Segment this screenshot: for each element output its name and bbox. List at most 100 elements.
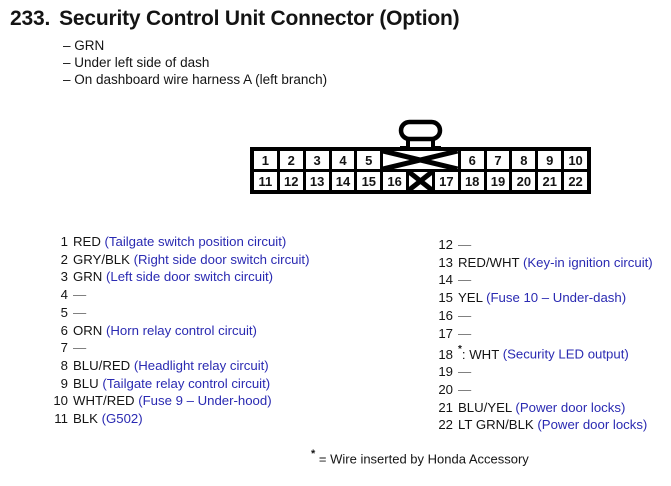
pin-wire-color: GRN: [73, 269, 103, 285]
pin-circuit-label: (Power door locks): [533, 417, 648, 433]
connector-pin-cell: 3: [305, 151, 329, 169]
pin-circuit-label: (Key-in ignition circuit): [519, 254, 653, 270]
pin-row: 5—: [40, 304, 310, 322]
pin-circuit-label: (Tailgate switch position circuit): [100, 234, 287, 249]
connector-keyway-cross-icon: [409, 172, 432, 190]
pin-number: 7: [60, 340, 68, 356]
pin-circuit-label: (Horn relay control circuit): [102, 322, 257, 338]
pin-row: 4—: [40, 286, 310, 304]
pin-number: 17: [438, 325, 453, 341]
pin-circuit-label: (Security LED output): [499, 346, 629, 362]
connector-keyway-cross-icon: [383, 151, 458, 169]
pin-number: 3: [60, 269, 68, 285]
pin-number: 22: [438, 417, 453, 433]
note-line: – GRN: [63, 38, 105, 53]
connector-pin-cell: 7: [486, 151, 510, 169]
pin-number: 6: [60, 322, 68, 338]
pin-wire-color: BLK: [73, 411, 98, 427]
connector-pin-cell: 18: [460, 172, 484, 190]
pin-row: 14 —: [425, 271, 653, 289]
pin-wire-color: GRY/BLK: [73, 251, 130, 267]
pin-empty-dash: —: [73, 340, 87, 356]
pin-number: 16: [438, 307, 453, 323]
pin-wire-color: YEL: [458, 290, 483, 306]
pin-wire-color: BLU/RED: [73, 357, 131, 373]
pin-number: 2: [60, 251, 68, 267]
pin-row: 17—: [425, 325, 653, 343]
section-number: 233.: [10, 7, 51, 30]
pin-empty-dash: —: [73, 304, 87, 320]
pin-row: 21 BLU/YEL (Power door locks): [425, 399, 653, 417]
pin-number: 8: [60, 357, 68, 373]
pin-empty-dash: —: [458, 364, 472, 380]
pin-number: 15: [438, 290, 453, 306]
pin-circuit-label: (Headlight relay circuit): [130, 357, 269, 373]
pin-wire-color: *: WHT: [458, 344, 500, 362]
pin-row: 6 ORN (Horn relay control circuit): [40, 322, 310, 340]
pin-empty-dash: —: [73, 287, 87, 303]
pin-row: 19 —: [425, 363, 653, 381]
pin-wire-color: WHT/RED: [73, 393, 135, 409]
connector-pin-cell: 11: [254, 172, 277, 190]
connector-pin-cell: 10: [564, 151, 587, 169]
pin-number: 1: [60, 234, 68, 249]
pin-wire-color: BLU: [73, 375, 99, 391]
pin-row: 22 LT GRN/BLK (Power door locks): [425, 416, 653, 434]
connector-pin-cell: 14: [331, 172, 355, 190]
pin-number: 11: [54, 411, 68, 427]
pin-number: 21: [438, 399, 453, 415]
note-line: – On dashboard wire harness A (left bran…: [63, 72, 328, 87]
pin-row: 9 BLU (Tailgate relay control circuit): [40, 375, 310, 393]
pin-wire-color: LT GRN/BLK: [458, 417, 534, 433]
pin-list-left: 1 RED (Tailgate switch position circuit) 2…: [40, 233, 310, 428]
connector-pin-cell: 5: [357, 151, 381, 169]
connector-pin-cell: 19: [486, 172, 510, 190]
connector-pin-cell: 17: [434, 172, 458, 190]
connector-pin-cell: 8: [512, 151, 536, 169]
pin-row: 16 —: [425, 307, 653, 325]
pin-row: 15 YEL (Fuse 10 – Under-dash): [425, 289, 653, 307]
pin-wire-color: ORN: [73, 322, 103, 338]
pin-number: 18: [438, 346, 453, 362]
pin-number: 5: [60, 304, 68, 320]
pin-circuit-label: (Fuse 10 – Under-dash): [482, 290, 627, 306]
pin-empty-dash: —: [458, 272, 472, 288]
pin-number: 19: [438, 364, 453, 380]
pin-row: 13 RED/WHT (Key-in ignition circuit): [425, 254, 653, 272]
pin-wire-color: BLU/YEL: [458, 399, 512, 415]
pin-row: 1 RED (Tailgate switch position circuit): [40, 233, 310, 251]
pin-empty-dash: —: [458, 382, 472, 398]
connector-pin-cell: 6: [460, 151, 484, 169]
connector-pin-cell: 21: [538, 172, 562, 190]
connector-pin-cell: 2: [279, 151, 303, 169]
pin-number: 13: [438, 254, 453, 270]
connector-pin-cell: 12: [279, 172, 303, 190]
pin-empty-dash: —: [458, 237, 472, 252]
footnote-asterisk: *: [311, 448, 316, 460]
page-header: 233. Security Control Unit Connector (Op…: [10, 7, 460, 31]
footnote: * = Wire inserted by Honda Accessory: [311, 448, 529, 466]
pin-empty-dash: —: [458, 307, 472, 323]
pin-row: 7—: [40, 339, 310, 357]
pin-number: 9: [60, 375, 68, 391]
pin-wire-color: RED: [73, 234, 101, 249]
pin-circuit-label: (Power door locks): [511, 399, 626, 415]
accessory-asterisk: *: [458, 344, 462, 356]
pin-circuit-label: (Tailgate relay control circuit): [98, 375, 271, 391]
pin-number: 10: [53, 393, 68, 409]
pin-row: 12—: [425, 236, 653, 254]
connector-pin-cell: 20: [512, 172, 536, 190]
connector-pin-cell: 13: [305, 172, 329, 190]
connector-notes: – GRN – Under left side of dash – On das…: [63, 37, 327, 88]
connector-pin-cell: 1: [254, 151, 277, 169]
pin-circuit-label: (Left side door switch circuit): [102, 269, 274, 285]
connector-pin-cell: 16: [383, 172, 407, 190]
pin-circuit-label: (Right side door switch circuit): [129, 251, 310, 267]
pin-number: 14: [438, 272, 453, 288]
pin-wire-color: RED/WHT: [458, 254, 520, 270]
connector-pin-cell: 4: [331, 151, 355, 169]
